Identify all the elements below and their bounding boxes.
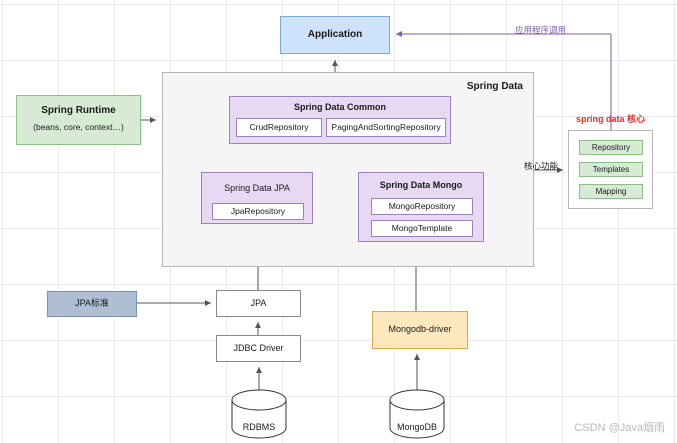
node-spring-data-common[interactable]: Spring Data Common CrudRepository Paging…	[229, 96, 451, 144]
node-mongo-template[interactable]: MongoTemplate	[371, 220, 473, 237]
rdbms-cylinder-shape	[231, 389, 287, 439]
node-mongodb-driver[interactable]: Mongodb-driver	[372, 311, 468, 349]
core-box-title: spring data 核心	[575, 114, 645, 124]
node-mongodb-label: MongoDB	[396, 422, 438, 432]
node-jpa-standard[interactable]: JPA标准	[47, 291, 137, 317]
node-jpa[interactable]: JPA	[216, 290, 301, 317]
node-spring-data-common-label: Spring Data Common	[293, 102, 386, 112]
node-rdbms-label: RDBMS	[242, 422, 276, 432]
node-jpa-standard-label: JPA标准	[75, 298, 109, 309]
node-jdbc-driver[interactable]: JDBC Driver	[216, 335, 301, 362]
node-mongodb-driver-label: Mongodb-driver	[388, 324, 452, 335]
node-jpa-label: JPA	[250, 297, 267, 308]
edge-label-core-function: 核心功能	[524, 161, 559, 171]
node-spring-data-mongo-label: Spring Data Mongo	[379, 180, 463, 190]
node-spring-data-jpa[interactable]: Spring Data JPA JpaRepository	[201, 172, 313, 224]
node-paging-and-sorting-repository[interactable]: PagingAndSortingRepository	[326, 118, 446, 137]
node-spring-runtime[interactable]: Spring Runtime (beans, core, context…)	[16, 95, 141, 145]
node-spring-runtime-sublabel: (beans, core, context…)	[33, 122, 124, 132]
node-mongodb[interactable]: MongoDB	[390, 388, 444, 438]
core-item-mapping[interactable]: Mapping	[579, 184, 643, 199]
node-application[interactable]: Application	[280, 16, 390, 54]
node-spring-data-mongo[interactable]: Spring Data Mongo MongoRepository MongoT…	[358, 172, 484, 242]
node-spring-runtime-label: Spring Runtime	[41, 105, 116, 116]
node-jdbc-driver-label: JDBC Driver	[233, 342, 284, 353]
node-spring-data-core[interactable]: Repository Templates Mapping	[568, 130, 653, 209]
node-crud-repository[interactable]: CrudRepository	[236, 118, 322, 137]
node-rdbms[interactable]: RDBMS	[232, 388, 286, 438]
node-mongo-repository[interactable]: MongoRepository	[371, 198, 473, 215]
watermark: CSDN @Java烟雨	[574, 422, 665, 434]
core-item-templates[interactable]: Templates	[579, 162, 643, 177]
node-spring-data-container-label: Spring Data	[466, 81, 523, 92]
mongodb-cylinder-shape	[389, 389, 445, 439]
core-item-repository[interactable]: Repository	[579, 140, 643, 155]
edge-label-app-invoke: 应用程序调用	[515, 25, 567, 35]
node-spring-data-jpa-label: Spring Data JPA	[224, 183, 290, 193]
node-jpa-repository[interactable]: JpaRepository	[212, 203, 304, 220]
node-application-label: Application	[307, 28, 363, 40]
